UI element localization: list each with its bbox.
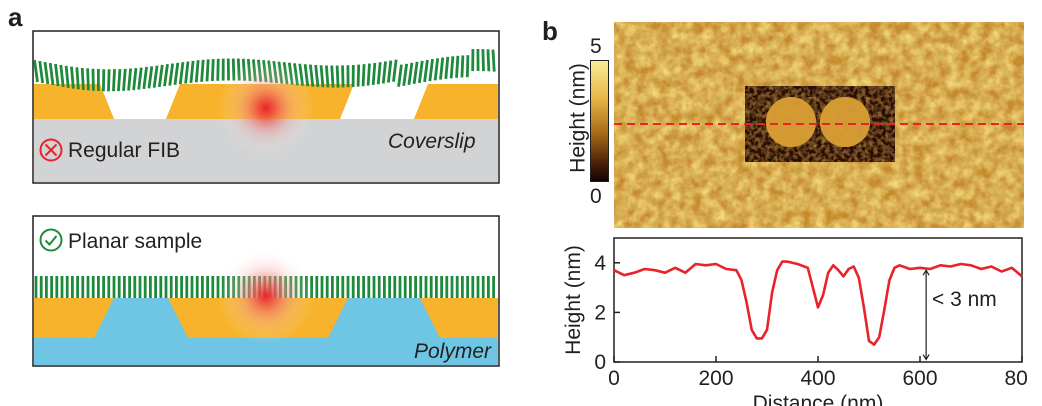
regular-fib-diagram xyxy=(32,30,500,184)
gold-block-left xyxy=(34,84,114,119)
planar-sample-label: Planar sample xyxy=(68,230,203,253)
colorbar xyxy=(590,60,609,182)
x-tick-label: 600 xyxy=(902,367,937,390)
coverslip-label: Coverslip xyxy=(388,130,476,153)
flat-green-strips xyxy=(34,276,496,298)
colorbar-min-label: 0 xyxy=(590,185,602,208)
colorbar-axis-label: Height (nm) xyxy=(566,63,590,173)
planar-vs-fib-schematic xyxy=(32,30,500,367)
x-tick-label: 200 xyxy=(698,367,733,390)
y-tick-label: 2 xyxy=(594,301,606,324)
x-tick-label: 0 xyxy=(608,367,620,390)
focused-spot xyxy=(218,248,314,344)
x-tick-label: 800 xyxy=(1004,367,1028,390)
panel-a-letter: a xyxy=(8,2,23,32)
planar-sample-diagram xyxy=(32,215,500,367)
x-tick-label: 400 xyxy=(800,367,835,390)
regular-fib-label: Regular FIB xyxy=(68,139,181,162)
x-axis-label: Distance (nm) xyxy=(753,392,884,406)
fib-spot xyxy=(218,60,314,156)
y-tick-label: 0 xyxy=(594,351,606,374)
y-tick-label: 4 xyxy=(594,252,606,275)
y-axis-label: Height (nm) xyxy=(562,245,585,355)
gold-block-right xyxy=(414,84,498,119)
gold-block-left xyxy=(34,298,114,338)
profile-annotation: < 3 nm xyxy=(932,288,997,311)
cross-circle-icon xyxy=(39,138,63,162)
height-arrow xyxy=(922,269,930,361)
afm-height-image xyxy=(614,22,1024,228)
check-circle-icon xyxy=(39,228,63,252)
height-profile-line xyxy=(613,260,1023,346)
panel-b-letter: b xyxy=(542,16,558,46)
polymer-label: Polymer xyxy=(414,340,492,363)
colorbar-max-label: 5 xyxy=(590,35,602,58)
gold-block-right xyxy=(420,298,498,338)
